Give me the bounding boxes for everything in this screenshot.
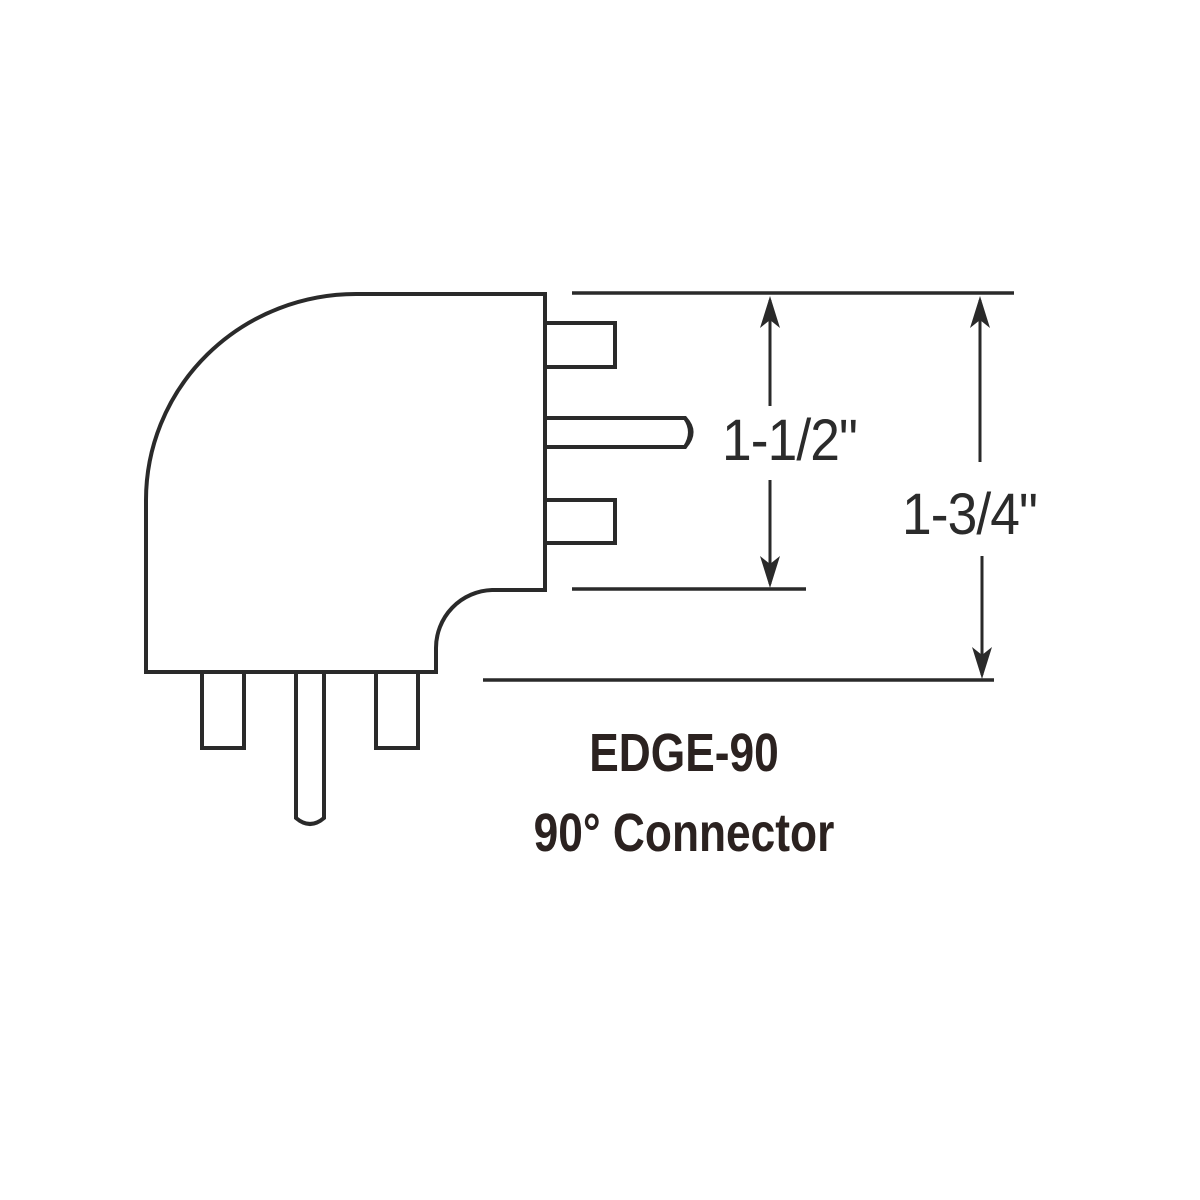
part-description: 90° Connector (533, 803, 835, 863)
arrow-up-icon (760, 296, 780, 328)
right-pin-center (543, 416, 692, 449)
arrow-down-icon (972, 647, 992, 679)
arrow-down-icon (760, 556, 780, 588)
right-pin-center-tip (683, 416, 694, 449)
extension-lines (483, 291, 1014, 682)
dimension-1-3-4 (970, 296, 992, 679)
right-pin-bottom (543, 498, 617, 545)
connector-body (144, 292, 547, 674)
dimension-1-1-2 (760, 296, 780, 588)
bottom-pins (200, 670, 420, 826)
bottom-pin-center (294, 670, 326, 826)
part-number: EDGE-90 (589, 723, 779, 783)
bottom-pin-left (200, 670, 246, 750)
right-pins (543, 321, 694, 545)
dimension-label-1-1-2: 1-1/2" (722, 408, 858, 473)
right-pin-top (543, 321, 617, 369)
arrow-up-icon (970, 296, 990, 328)
bottom-pin-right (374, 670, 420, 750)
dimension-label-1-3-4: 1-3/4" (902, 482, 1038, 547)
